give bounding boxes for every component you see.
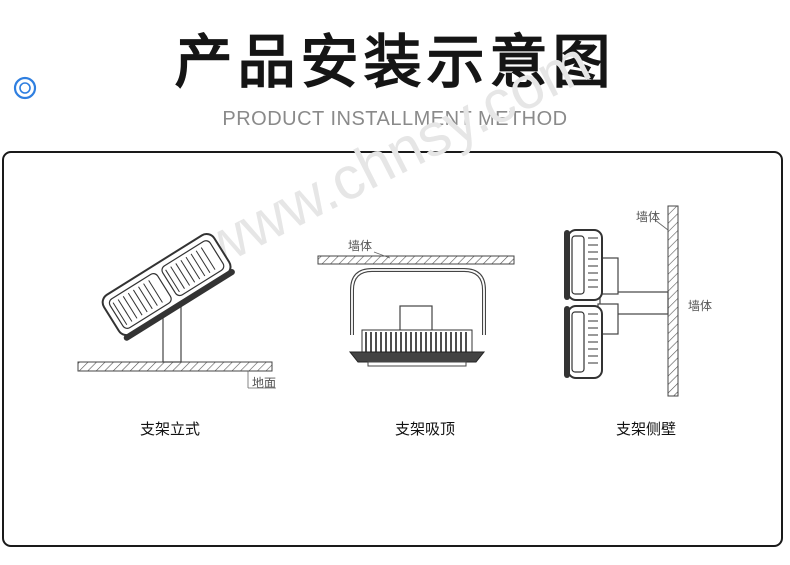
ring-icon: [13, 76, 37, 100]
side-wall-mount-diagram: [564, 205, 679, 397]
page-title: 产品安装示意图: [174, 28, 616, 96]
caption-side-wall-mount: 支架侧壁: [615, 420, 677, 438]
installation-panel: [2, 151, 783, 547]
side-wall-label-right: 墙体: [688, 299, 713, 313]
ceiling-mount-diagram: [317, 251, 515, 367]
side-lamp-lower: [564, 305, 603, 379]
floor-label: 地面: [252, 376, 277, 390]
ceiling-wall-label: 墙体: [348, 239, 373, 253]
floor-mount-diagram: [77, 232, 276, 389]
side-lamp-upper: [564, 229, 603, 301]
caption-floor-mount: 支架立式: [139, 420, 201, 438]
page-subtitle: PRODUCT INSTALLMENT METHOD: [222, 108, 568, 130]
side-wall-label-top: 墙体: [636, 210, 661, 224]
caption-ceiling-mount: 支架吸顶: [394, 420, 456, 438]
